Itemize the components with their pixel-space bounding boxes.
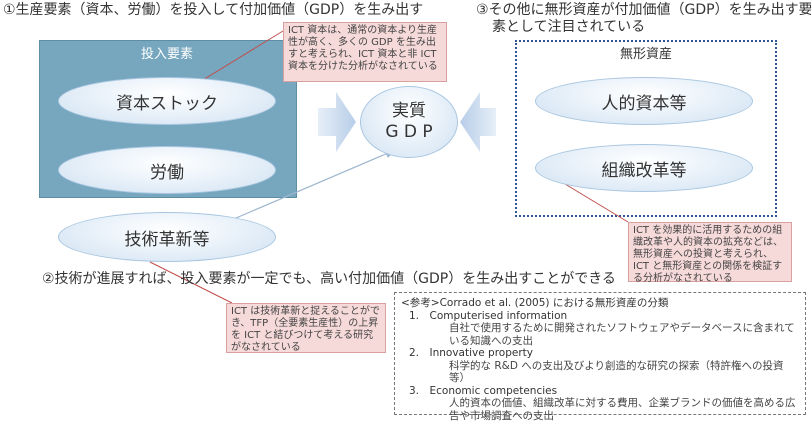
reference-item-2-desc: 科学的な R&D への支出及びより創造的な研究の探索（特許権への投資等） [449,359,784,385]
note-ict-intangible: ICT を効果的に活用するための組織改革や人的資本の拡充などは、無形資産への投資… [628,222,792,284]
reference-item-1: 1. Computerised information [409,309,568,322]
gdp-label-line2: G D P [385,122,433,142]
reference-item-3: 3. Economic competencies [409,384,558,397]
arrow-intangible-to-gdp [460,92,496,152]
reference-item-2: 2. Innovative property [409,347,533,359]
ellipse-org-reform: 組織改革等 [535,144,753,192]
ellipse-human-capital: 人的資本等 [535,77,753,125]
capital-stock-label: 資本ストック [116,93,218,114]
gdp-label-line1: 実質 [392,101,426,121]
intangible-assets-title: 無形資産 [619,47,672,62]
note-ict-capital: ICT 資本は、通常の資本より生産性が高く、多くの GDP を生み出すと考えられ… [283,22,447,82]
reference-title: <参考>Corrado et al. (2005) における無形資産の分類 [401,297,669,309]
ellipse-tech-innovation: 技術革新等 [58,212,276,262]
tech-label: 技術革新等 [124,229,210,250]
org-reform-label: 組織改革等 [601,160,687,181]
heading-1: ①生産要素（資本、労働）を投入して付加価値（GDP）を生み出す [3,2,424,18]
heading-3-line1: ③その他に無形資産が付加価値（GDP）を生み出す要 [476,2,811,18]
labor-label: 労働 [150,162,184,183]
reference-box: <参考>Corrado et al. (2005) における無形資産の分類 1.… [394,292,806,422]
arrow-input-to-gdp [318,92,356,152]
ellipse-real-gdp: 実質 G D P [360,86,458,158]
reference-item-3-desc: 人的資本の価値、組織改革に対する費用、企業ブランドの価値を高める広告や市場調査へ… [449,397,796,422]
reference-item-1-desc: 自社で使用するために開発されたソフトウェアやデータベースに含まれている知識への支… [449,322,795,347]
heading-2: ②技術が進展すれば、投入要素が一定でも、高い付加価値（GDP）を生み出すことがで… [42,271,616,287]
connector-tech-note [149,261,233,304]
human-capital-label: 人的資本等 [601,93,687,114]
ellipse-labor: 労働 [58,146,276,194]
connector-intangible-note [564,183,629,223]
ellipse-capital-stock: 資本ストック [58,77,276,125]
input-factors-title: 投入要素 [140,47,193,62]
heading-3-line2: 素として注目されている [492,19,646,35]
note-ict-tech: ICT は技術革新と捉えることができ、TFP（全要素生産性）の上昇を ICT と… [226,303,386,353]
arrow-tech-to-gdp [214,149,396,228]
